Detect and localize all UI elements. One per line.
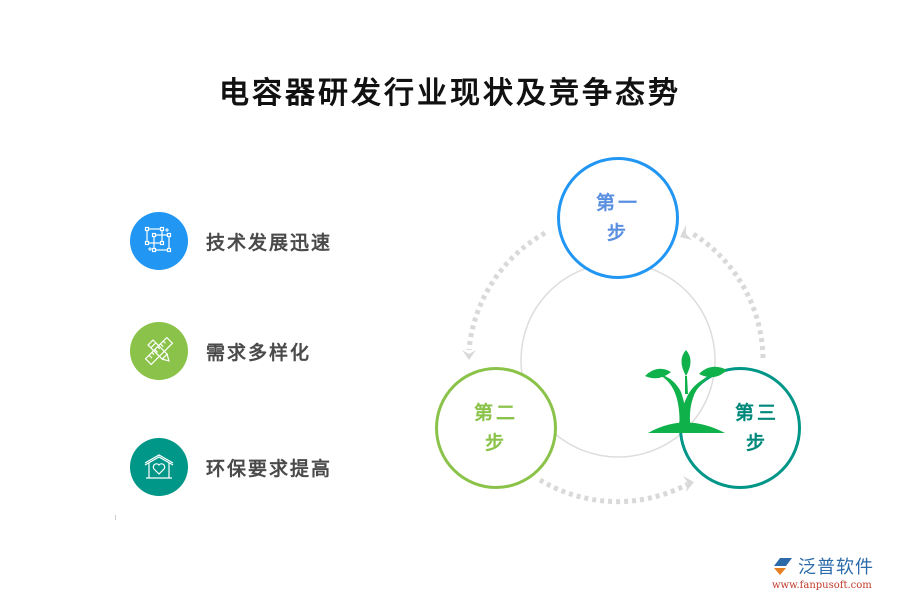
house-heart-icon [130,438,188,496]
step-2-circle: 第二 步 [435,367,557,489]
brand-mark-icon [774,558,792,575]
brand-logo: 泛普软件 www.fanpusoft.com [772,553,892,591]
feature-item-demand: 需求多样化 [130,322,311,380]
feature-item-eco: 环保要求提高 [130,438,332,496]
ruler-pencil-icon [130,322,188,380]
dotted-arc-left [466,230,547,351]
feature-label: 环保要求提高 [206,457,333,480]
dotted-arc-bottom [538,477,690,505]
feature-label: 技术发展迅速 [206,231,333,254]
step-label: 第二 [473,402,518,424]
step-label: 第一 [595,192,640,214]
step-label: 步 [606,222,629,244]
brand-url: www.fanpusoft.com [772,580,872,591]
arrow-head-bottom [683,476,694,492]
feature-label: 需求多样化 [206,341,312,364]
decorative-tick [115,515,116,520]
dotted-arc-right [688,229,766,359]
step-label: 步 [745,432,768,454]
layers-grid-icon [130,212,188,270]
page-title: 电容器研发行业现状及竞争态势 [219,76,681,111]
step-1-circle: 第一 步 [557,157,679,279]
step-label: 第三 [734,402,779,424]
step-label: 步 [484,432,507,454]
feature-item-tech: 技术发展迅速 [130,212,332,270]
sprout-icon [645,350,727,433]
brand-name: 泛普软件 [798,557,874,578]
arrow-head-left [462,350,476,360]
arrow-head-right [680,225,692,240]
